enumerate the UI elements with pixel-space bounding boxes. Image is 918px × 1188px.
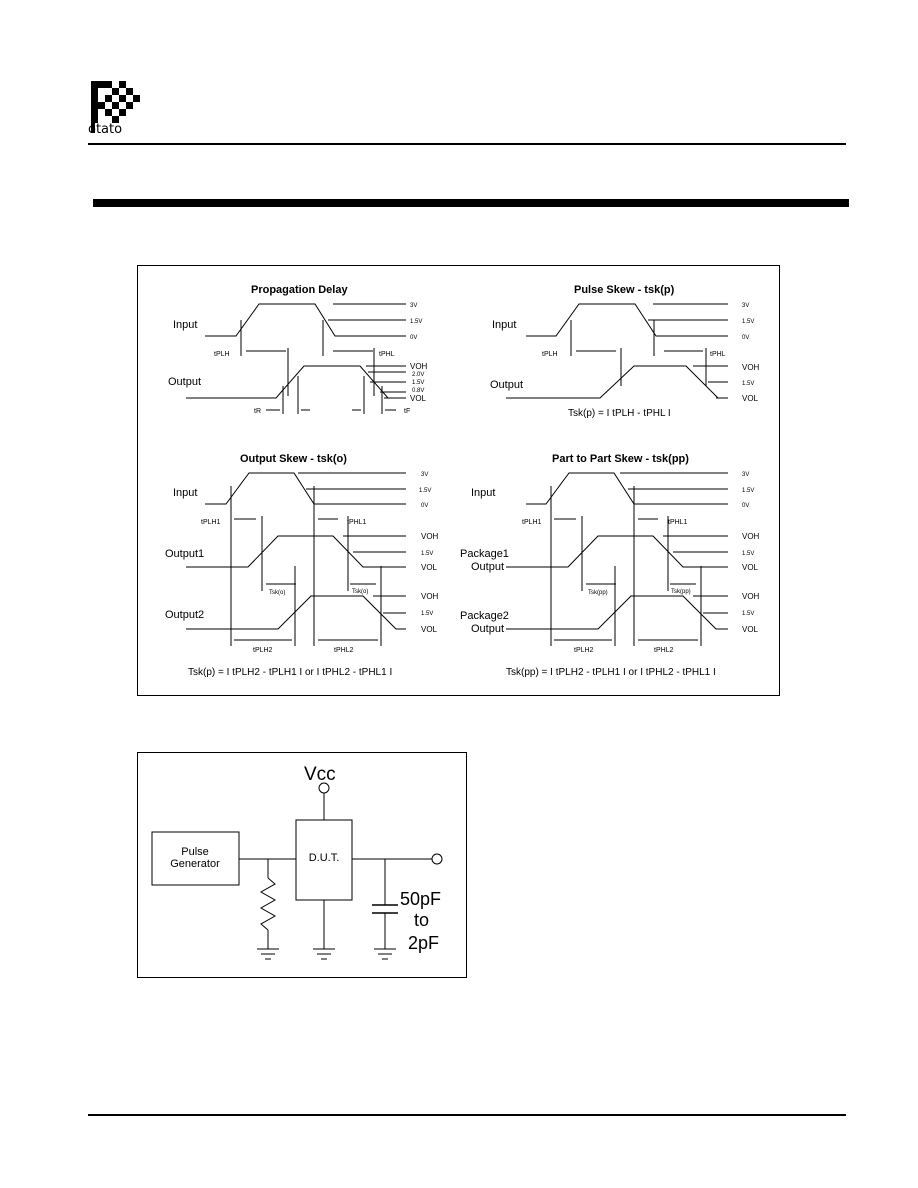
prop-input-label: Input [173, 319, 197, 331]
oskew-input-label: Input [173, 487, 197, 499]
test-circuit: Vcc Pulse Generator D.U.T. 50pF to 2pF [151, 764, 443, 960]
oskew-output1-label: Output1 [165, 548, 204, 560]
output-terminal-icon [431, 853, 443, 865]
ppskew-pkg2-b: Output [471, 623, 504, 635]
ppskew-input-label: Input [471, 487, 495, 499]
ppskew-tphl1: tPHL1 [668, 519, 688, 526]
cap-label-2: to [414, 910, 429, 930]
company-logo [88, 78, 148, 138]
prop-20v: 2.0V [412, 372, 424, 378]
pulse-tplh: tPLH [542, 351, 558, 358]
oskew-tplh1: tPLH1 [201, 519, 221, 526]
prop-0v: 0V [410, 335, 417, 341]
ppskew-tphl2: tPHL2 [654, 647, 674, 654]
ppskew-tplh1: tPLH1 [522, 519, 542, 526]
oskew-voh1: VOH [421, 532, 439, 541]
oskew-tsk2: Tsk(o) [352, 589, 368, 595]
ppskew-voh1: VOH [742, 532, 760, 541]
ppskew-tplh2: tPLH2 [574, 647, 594, 654]
pulse-output-label: Output [490, 379, 523, 391]
oskew-3v: 3V [421, 472, 428, 478]
resistor-icon [259, 877, 277, 931]
pulse-gen-label-1: Pulse [181, 846, 209, 858]
logo-text: otato [88, 122, 123, 137]
ppskew-3v: 3V [742, 472, 749, 478]
oskew-15vc: 1.5V [421, 611, 433, 617]
ppskew-tsk2: Tsk(pp) [671, 589, 691, 595]
prop-15v: 1.5V [410, 319, 422, 325]
ppskew-pkg2-a: Package2 [460, 610, 509, 622]
ppskew-output2-wave [506, 595, 728, 630]
logo-checker-icon [91, 81, 140, 133]
ppskew-0v: 0V [742, 503, 749, 509]
ppskew-vol1: VOL [742, 563, 759, 572]
pulse-tphl: tPHL [710, 351, 726, 358]
header-rule [88, 143, 846, 145]
vcc-label: Vcc [304, 764, 336, 785]
cap-label-1: 50pF [400, 889, 441, 909]
pulse-3v: 3V [742, 303, 749, 309]
timing-diagram-figure: Propagation Delay Pulse Skew - tsk(p) Ou… [137, 265, 780, 696]
oskew-vol2: VOL [421, 625, 438, 634]
pulse-input-label: Input [492, 319, 516, 331]
oskew-15vb: 1.5V [421, 551, 433, 557]
oskew-tphl1: tPHL1 [347, 519, 367, 526]
oskew-0v: 0V [421, 503, 428, 509]
oskew-vol1: VOL [421, 563, 438, 572]
oskew-title: Output Skew - tsk(o) [240, 453, 347, 465]
test-circuit-figure: Vcc Pulse Generator D.U.T. 50pF to 2pF [137, 752, 467, 978]
footer-rule [88, 1114, 846, 1116]
pulse-15v: 1.5V [742, 319, 754, 325]
ppskew-15vc: 1.5V [742, 611, 754, 617]
timing-diagram: Propagation Delay Pulse Skew - tsk(p) Ou… [165, 284, 760, 678]
oskew-output2-wave [186, 595, 406, 630]
prop-tplh: tPLH [214, 351, 230, 358]
prop-tr: tR [254, 408, 261, 415]
oskew-output2-label: Output2 [165, 609, 204, 621]
oskew-15v: 1.5V [419, 488, 431, 494]
pulse-0v: 0V [742, 335, 749, 341]
oskew-tplh2: tPLH2 [253, 647, 273, 654]
prop-15vb: 1.5V [412, 380, 424, 386]
ppskew-formula: Tsk(pp) = I tPLH2 - tPLH1 I or I tPHL2 -… [506, 667, 716, 678]
ppskew-voh2: VOH [742, 592, 760, 601]
oskew-tphl2: tPHL2 [334, 647, 354, 654]
dut-label: D.U.T. [309, 852, 340, 864]
ppskew-title: Part to Part Skew - tsk(pp) [552, 453, 689, 465]
ppskew-pkg1-a: Package1 [460, 548, 509, 560]
prop-vol: VOL [410, 394, 427, 403]
cap-label-3: 2pF [408, 933, 439, 953]
ppskew-tsk1: Tsk(pp) [588, 590, 608, 596]
pulse-15vb: 1.5V [742, 381, 754, 387]
pulse-title: Pulse Skew - tsk(p) [574, 284, 675, 296]
section-bar [93, 199, 849, 207]
prop-tf: tF [404, 408, 410, 415]
ppskew-pkg1-b: Output [471, 561, 504, 573]
pulse-gen-label-2: Generator [170, 858, 220, 870]
prop-title: Propagation Delay [251, 284, 348, 296]
prop-3v: 3V [410, 303, 417, 309]
pulse-voh: VOH [742, 363, 760, 372]
oskew-tsk1: Tsk(o) [269, 590, 285, 596]
ppskew-vol2: VOL [742, 625, 759, 634]
pulse-vol: VOL [742, 394, 759, 403]
pulse-output-wave [506, 365, 728, 399]
oskew-voh2: VOH [421, 592, 439, 601]
ppskew-15v: 1.5V [742, 488, 754, 494]
ppskew-15vb: 1.5V [742, 551, 754, 557]
prop-voh: VOH [410, 362, 428, 371]
prop-08v: 0.8V [412, 388, 424, 394]
oskew-formula: Tsk(p) = I tPLH2 - tPLH1 I or I tPHL2 - … [188, 667, 392, 678]
pulse-formula: Tsk(p) = I tPLH - tPHL I [568, 408, 671, 419]
prop-tphl: tPHL [379, 351, 395, 358]
prop-output-label: Output [168, 376, 201, 388]
